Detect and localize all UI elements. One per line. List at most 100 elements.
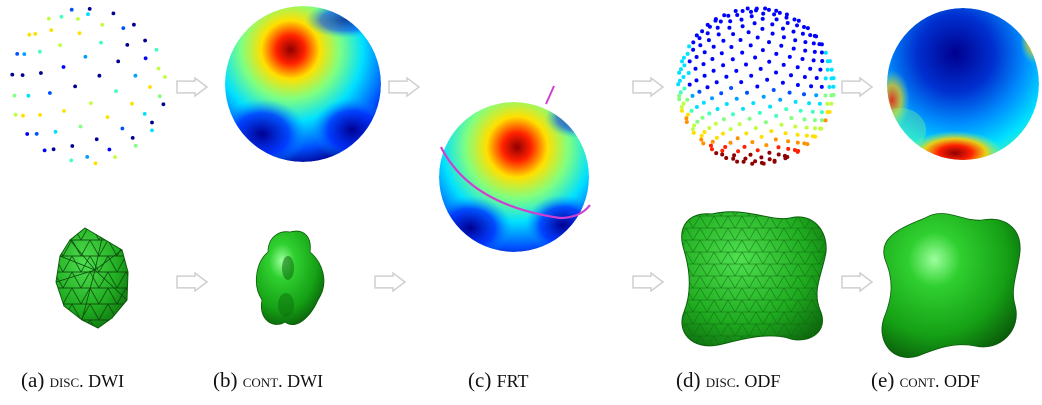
sample-point	[767, 59, 772, 64]
sample-point	[829, 67, 834, 72]
sample-point	[21, 113, 25, 118]
sample-point	[121, 26, 126, 30]
sample-point	[97, 73, 102, 78]
sample-point	[795, 132, 800, 137]
sample-point	[808, 66, 813, 71]
sample-point	[59, 14, 64, 19]
sample-point	[767, 150, 772, 155]
sample-point	[719, 91, 724, 96]
sample-point	[751, 101, 756, 106]
sample-point	[819, 50, 824, 55]
sample-point	[749, 14, 754, 19]
sample-point	[12, 93, 17, 98]
sample-point	[795, 23, 799, 28]
sample-point	[741, 159, 746, 164]
sample-point	[690, 93, 695, 98]
sample-point	[706, 38, 711, 43]
sample-point	[711, 68, 716, 73]
sample-point	[803, 48, 808, 53]
sample-point	[805, 142, 810, 147]
sample-point	[744, 131, 749, 136]
sample-point	[34, 132, 39, 136]
sample-point	[154, 47, 159, 52]
sample-point	[772, 159, 777, 164]
sample-point	[753, 126, 758, 131]
sample-point	[789, 73, 793, 78]
sample-point	[62, 109, 66, 113]
sample-point	[735, 159, 740, 164]
sample-point	[715, 25, 720, 30]
sample-point	[744, 62, 748, 67]
caption-d: (d) disc. ODF	[676, 368, 780, 393]
sample-point	[802, 75, 807, 79]
sample-point	[760, 48, 765, 53]
sample-point	[728, 19, 733, 24]
sample-point	[727, 25, 732, 30]
sample-point	[133, 143, 138, 148]
sample-point	[823, 93, 828, 98]
cont-dwi-glyph	[255, 230, 325, 325]
sample-point	[76, 17, 80, 21]
sample-point	[781, 35, 786, 40]
sample-point	[803, 40, 808, 45]
caption-a: (a) disc. DWI	[21, 368, 124, 393]
sample-point	[770, 22, 775, 27]
sample-point	[784, 107, 789, 112]
sample-point	[761, 11, 766, 16]
sample-point	[720, 152, 725, 157]
sample-point	[719, 51, 724, 56]
sample-point	[723, 145, 728, 149]
caption-d-text: disc. ODF	[705, 371, 781, 391]
sample-point	[831, 93, 836, 97]
sample-point	[825, 101, 830, 106]
sample-point	[125, 43, 130, 47]
sample-point	[69, 158, 74, 163]
sample-point	[807, 101, 812, 106]
sample-point	[133, 73, 138, 78]
sample-point	[814, 76, 819, 80]
sample-point	[143, 38, 148, 43]
sample-point	[752, 21, 757, 26]
sample-point	[710, 147, 714, 152]
disc-odf-point-cloud	[676, 6, 836, 166]
sample-point	[699, 133, 704, 138]
sample-point	[705, 31, 710, 36]
sample-point	[739, 17, 744, 22]
sample-point	[93, 161, 98, 166]
arrow-right-icon	[388, 76, 421, 98]
sample-point	[686, 112, 690, 117]
sample-point	[791, 46, 796, 51]
sample-point	[88, 101, 93, 105]
sample-point	[728, 127, 733, 132]
sample-point	[100, 22, 105, 27]
sample-point	[818, 67, 823, 72]
sample-point	[795, 149, 800, 154]
sample-point	[802, 25, 806, 29]
sample-point	[802, 117, 807, 122]
sample-point	[699, 137, 704, 142]
sample-point	[713, 17, 718, 22]
sample-point	[805, 26, 810, 31]
arrow-right-icon	[632, 76, 665, 98]
sample-point	[750, 140, 755, 145]
sample-point	[800, 57, 805, 61]
sample-point	[829, 101, 834, 106]
sample-point	[22, 52, 27, 56]
sample-point	[802, 92, 806, 97]
sample-point	[808, 33, 813, 38]
sample-point	[755, 35, 760, 40]
sample-point	[700, 29, 705, 34]
sample-point	[764, 143, 769, 148]
sample-point	[825, 67, 830, 72]
sample-point	[817, 101, 822, 106]
arrow-right-icon	[632, 271, 665, 293]
sample-point	[766, 7, 771, 12]
sample-point	[721, 131, 725, 136]
sample-point	[694, 33, 699, 38]
sample-point	[77, 31, 82, 36]
sample-point	[750, 161, 755, 166]
sample-point	[783, 156, 788, 161]
sample-point	[711, 44, 716, 49]
sample-point	[693, 66, 698, 71]
cont-dwi-sphere	[225, 6, 381, 162]
